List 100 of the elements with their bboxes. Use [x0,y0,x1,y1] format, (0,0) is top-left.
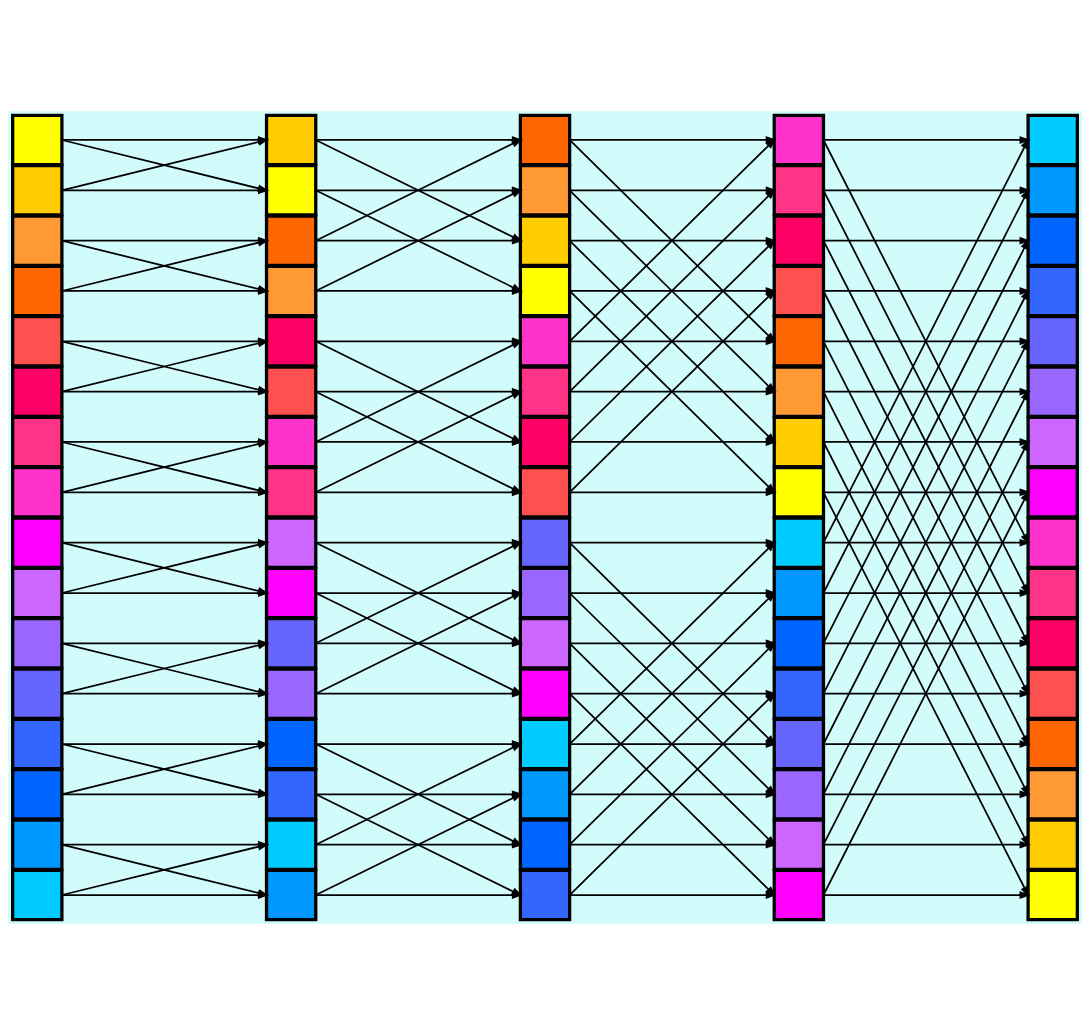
arrow [568,740,777,748]
arrow [568,438,777,446]
node-box [1026,868,1079,922]
node-box [518,868,572,922]
node-box [518,315,572,368]
node-box [264,466,318,519]
arrow [822,488,1031,497]
node-box [518,768,572,821]
arrow [822,589,1031,597]
node-box [518,164,572,217]
node-box [264,566,318,620]
node-box [518,113,572,167]
arrow [568,891,777,899]
node-box [1026,516,1079,569]
node-box [11,768,64,821]
node-box [264,415,318,469]
node-box [264,717,318,771]
node-box [1026,264,1079,318]
node-box [11,315,64,368]
node-box [518,818,572,871]
node-box [772,768,826,821]
node-box [264,214,318,267]
arrow [822,236,1031,245]
node-box [264,868,318,922]
node-box [518,617,572,670]
arrow [568,790,777,799]
node-box [11,415,64,469]
node-box [264,818,318,871]
node-box [11,667,64,720]
node-box [1026,415,1079,469]
arrow [568,337,777,346]
node-box [772,365,826,418]
node-box [11,264,64,318]
arrow [822,538,1031,547]
node-box [518,466,572,519]
node-box [264,113,318,167]
node-box [772,113,826,167]
node-box [518,717,572,771]
node-box [264,365,318,418]
node-box [772,315,826,368]
node-box [11,164,64,217]
arrow [822,840,1031,849]
node-box [772,818,826,871]
node-box [11,717,64,771]
node-box [1026,164,1079,217]
node-box [11,214,64,267]
arrow [568,387,777,396]
node-box [1026,717,1079,771]
node-box [1026,365,1079,418]
node-box [11,466,64,519]
arrow [822,740,1031,748]
arrow [568,840,777,849]
arrow [822,790,1031,799]
arrow [314,639,524,648]
arrow [314,236,524,245]
arrow [314,891,524,899]
node-box [772,516,826,569]
arrow [314,488,524,497]
node-box [1026,566,1079,620]
node-box [1026,466,1079,519]
arrow [822,387,1031,396]
node-box [772,617,826,670]
arrow [822,337,1031,346]
arrow [822,689,1031,698]
node-box [1026,818,1079,871]
node-box [518,365,572,418]
node-box [264,516,318,569]
node-box [11,868,64,922]
node-box [772,264,826,318]
node-box [11,566,64,620]
node-box [518,667,572,720]
node-box [518,516,572,569]
node-box [264,768,318,821]
arrow [822,186,1031,195]
node-box [1026,617,1079,670]
node-box [11,113,64,167]
node-box [11,818,64,871]
arrow [568,488,777,497]
node-box [264,667,318,720]
node-box [264,264,318,318]
node-box [1026,315,1079,368]
node-box [518,214,572,267]
node-box [11,617,64,670]
node-box [518,566,572,620]
arrow [314,438,524,446]
node-box [1026,214,1079,267]
node-box [11,365,64,418]
node-box [264,315,318,368]
node-box [772,667,826,720]
node-box [518,415,572,469]
node-box [1026,667,1079,720]
node-box [518,264,572,318]
node-box [772,164,826,217]
node-box [1026,113,1079,167]
node-box [772,868,826,922]
node-box [1026,768,1079,821]
arrow [822,891,1031,899]
node-box [772,415,826,469]
arrow [314,287,524,295]
node-box [772,717,826,771]
